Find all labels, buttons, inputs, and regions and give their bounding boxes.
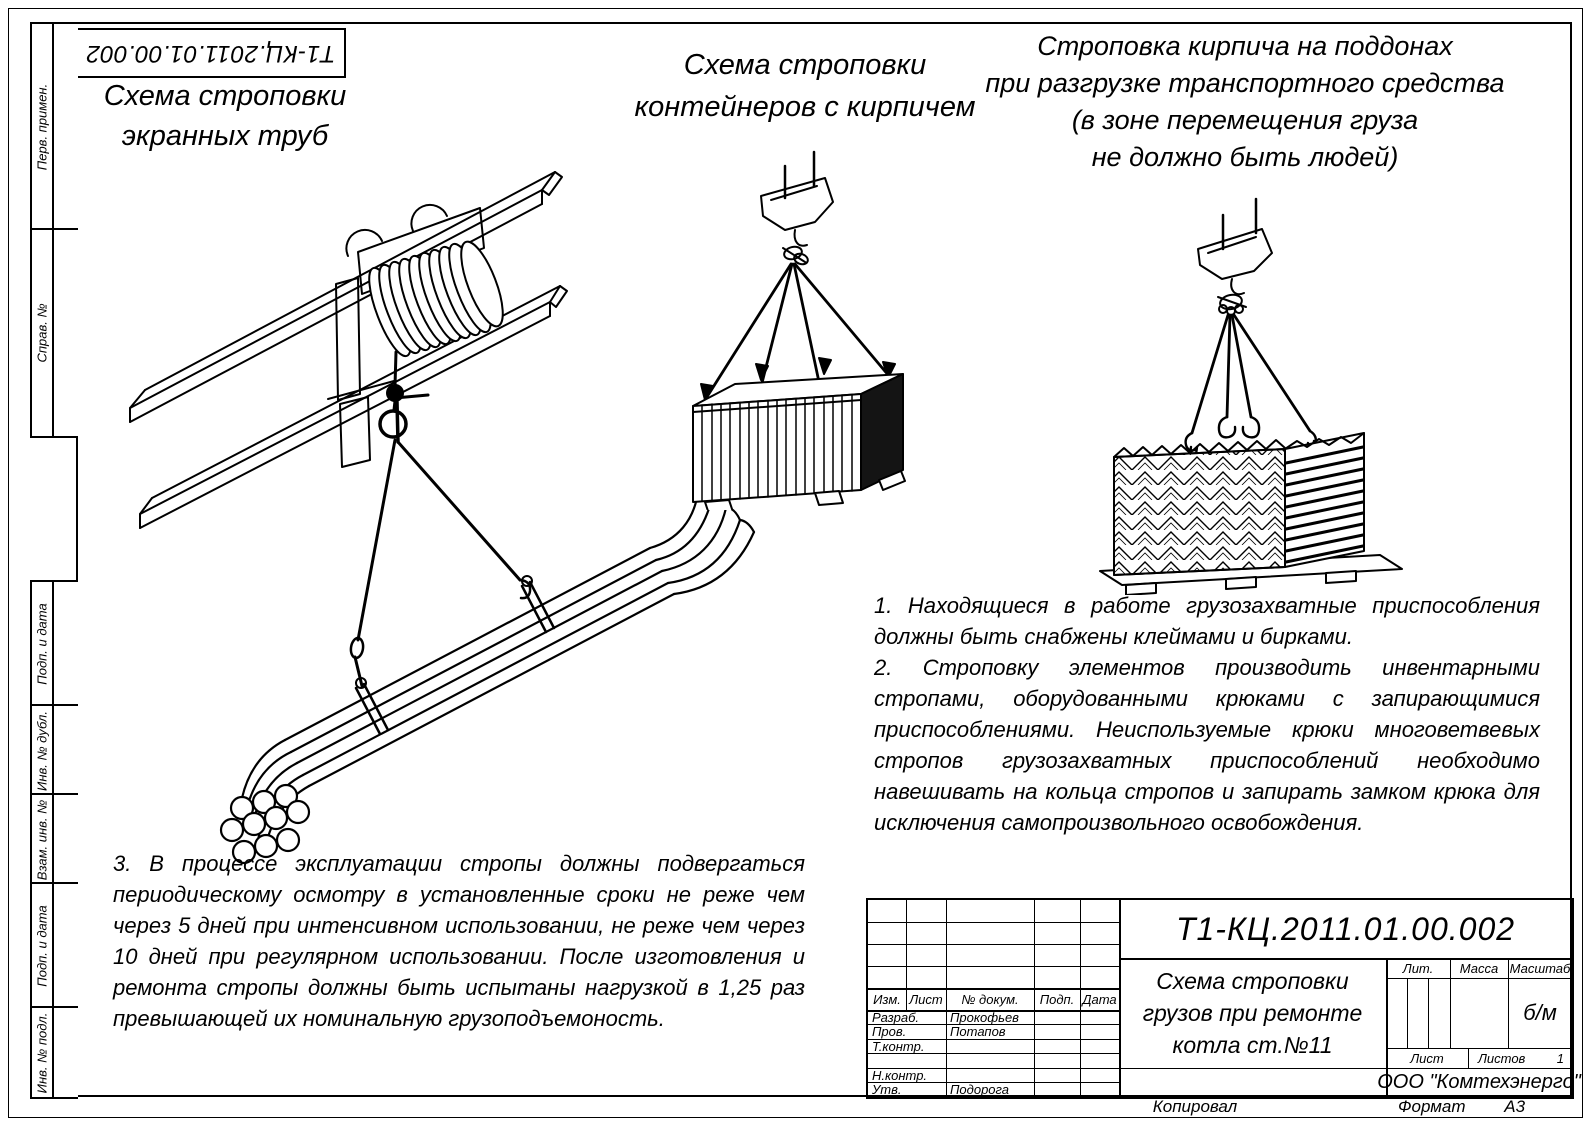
- row-nkontr-label: Н.контр.: [872, 1067, 928, 1083]
- col-podp: Подп.: [1039, 991, 1075, 1007]
- company-name: ООО "Комтехэнерго": [1377, 1071, 1581, 1093]
- col-list: Лист: [909, 991, 943, 1007]
- strip-cell-vzam-inv: Взам. инв. №: [30, 793, 78, 886]
- sheets-cell: Листов 1: [1478, 1050, 1564, 1066]
- brick-pallet-sling-drawing: [1099, 197, 1403, 595]
- notes-1-2: 1. Находящиеся в работе грузозахватные п…: [874, 590, 1540, 838]
- figure3-title: Строповка кирпича на поддонах при разгру…: [985, 31, 1505, 172]
- row-tkontr-label: Т.контр.: [872, 1038, 925, 1054]
- col-data: Дата: [1082, 991, 1117, 1007]
- strip-label: Перв. примен.: [34, 83, 50, 171]
- row-razrab-label: Разраб.: [872, 1009, 920, 1025]
- strip-label: Подп. и дата: [34, 905, 50, 987]
- row-prov-name: Потапов: [950, 1024, 1006, 1039]
- strip-label: Инв. № дубл.: [34, 710, 50, 791]
- corner-stamp: Т1-КЦ.2011.01.00.002: [76, 28, 346, 78]
- sheet-label: Лист: [1410, 1050, 1444, 1066]
- strip-cell-perv-primen: Перв. примен.: [30, 22, 78, 232]
- lit-label: Лит.: [1402, 960, 1434, 976]
- col-izm: Изм.: [873, 991, 901, 1007]
- sheets-value: 1: [1556, 1050, 1564, 1066]
- note-2: 2. Строповку элементов производить инвен…: [874, 655, 1540, 835]
- corner-stamp-doc-number: Т1-КЦ.2011.01.00.002: [86, 40, 336, 67]
- strip-label: Инв. № подл.: [34, 1012, 50, 1093]
- format-value: А3: [1504, 1097, 1526, 1116]
- strip-cell-podp-data-2: Подп. и дата: [30, 882, 78, 1010]
- col-doc: № докум.: [961, 991, 1019, 1007]
- brick-container-sling-drawing: [692, 150, 906, 510]
- strip-cell-inv-podl: Инв. № подл.: [30, 1006, 78, 1099]
- title-block: Изм. Лист № докум. Подп. Дата Разраб. Пр…: [866, 898, 1581, 1099]
- mass-label: Масса: [1459, 960, 1499, 976]
- strip-label: Взам. инв. №: [34, 799, 50, 880]
- figure2-title: Схема строповки контейнеров с кирпичем: [634, 49, 976, 123]
- strip-cell-podp-data-1: Подп. и дата: [30, 580, 78, 708]
- copied-label: Копировал: [1152, 1097, 1238, 1116]
- row-razrab-name: Прокофьев: [950, 1009, 1019, 1025]
- scale-label: Масштаб: [1509, 960, 1571, 976]
- strip-label: Подп. и дата: [34, 603, 50, 685]
- row-prov-label: Пров.: [872, 1024, 907, 1039]
- note-1: 1. Находящиеся в работе грузозахватные п…: [874, 593, 1540, 649]
- scale-value: б/м: [1523, 1000, 1557, 1025]
- outer-border: [8, 8, 1583, 1118]
- drawing-frame: [76, 22, 1572, 1097]
- screen-pipes-sling-drawing: [129, 171, 756, 865]
- title-block-doc-number: Т1-КЦ.2011.01.00.002: [1175, 910, 1516, 947]
- row-utv-label: Утв.: [872, 1082, 902, 1097]
- strip-cell-sprav-no: Справ. №: [30, 228, 78, 438]
- title-block-name: Схема строповки грузов при ремонте котла…: [1142, 968, 1363, 1058]
- format-label: Формат А3: [1398, 1097, 1526, 1116]
- figure1-title: Схема строповки экранных труб: [103, 80, 347, 152]
- strip-cell-inv-dubl: Инв. № дубл.: [30, 704, 78, 797]
- note-3-block: 3. В процессе эксплуатации стропы должны…: [113, 848, 805, 1034]
- note-3: 3. В процессе эксплуатации стропы должны…: [113, 851, 805, 1031]
- strip-label: Справ. №: [34, 303, 50, 363]
- row-utv-name: Подорога: [950, 1082, 1010, 1097]
